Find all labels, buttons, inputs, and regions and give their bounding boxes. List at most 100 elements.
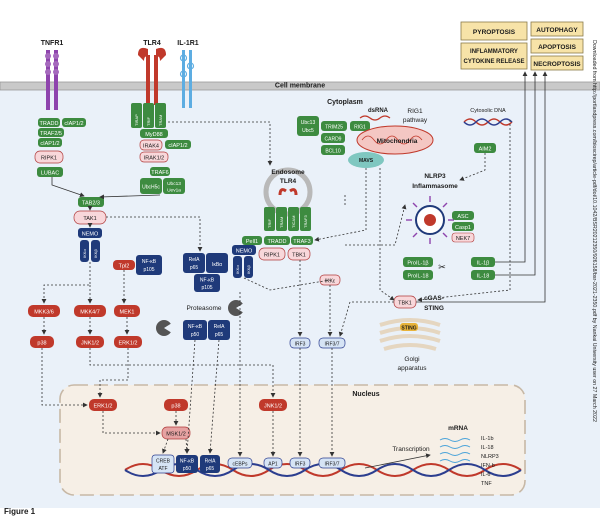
traf3-node	[291, 236, 313, 245]
trif-node-tlr4	[143, 103, 154, 128]
mek1-node	[114, 305, 140, 317]
svg-text:TRIF: TRIF	[267, 219, 272, 228]
il1r1-label: IL-1R1	[177, 40, 199, 47]
golgi-label-2: apparatus	[398, 365, 428, 372]
cytoplasm-label: Cytoplasm	[327, 99, 363, 106]
svg-text:IKKβ: IKKβ	[246, 265, 251, 274]
aim2-node	[474, 143, 496, 153]
svg-text:RelA: RelA	[214, 324, 226, 330]
svg-text:p50: p50	[183, 466, 192, 472]
nfkb-p50-node-cyto	[183, 320, 207, 340]
dsrna-strand	[359, 115, 391, 121]
tram-node	[155, 103, 166, 128]
svg-text:NEMO: NEMO	[236, 249, 253, 255]
svg-text:Uev1a: Uev1a	[167, 188, 181, 194]
p38-node-cyto	[30, 336, 54, 348]
svg-text:TRIF: TRIF	[146, 117, 151, 126]
nlrp3-label-1: NLRP3	[424, 173, 446, 180]
svg-text:TICAM: TICAM	[291, 216, 296, 228]
svg-text:IKKα: IKKα	[82, 249, 87, 258]
svg-text:IL-18: IL-18	[481, 445, 494, 451]
svg-text:NF-κB: NF-κB	[188, 324, 203, 330]
svg-text:IRF3/7: IRF3/7	[324, 462, 339, 468]
rela-p65-node-nuc	[200, 455, 220, 473]
pell1-node	[242, 236, 262, 245]
svg-text:MAVS: MAVS	[359, 158, 374, 164]
svg-text:IKKα: IKKα	[235, 265, 240, 274]
svg-text:cEBPs: cEBPs	[232, 462, 248, 468]
svg-text:TRAF2/5: TRAF2/5	[40, 131, 62, 137]
cell-membrane-label: Cell membrane	[275, 83, 325, 90]
svg-text:UbcH5c: UbcH5c	[142, 185, 160, 191]
svg-text:IL-1β: IL-1β	[477, 261, 490, 267]
svg-text:AP1: AP1	[268, 462, 278, 468]
tpl2-node	[113, 260, 135, 270]
svg-text:TAB2/3: TAB2/3	[82, 201, 100, 207]
svg-text:JNK1/2: JNK1/2	[264, 404, 282, 410]
pro-il18-node	[403, 270, 433, 280]
rela-p65-node-a	[183, 253, 205, 273]
trim25-node	[321, 121, 347, 131]
tirap-node	[131, 103, 142, 128]
svg-text:Tpl2: Tpl2	[119, 264, 130, 270]
nucleus-label: Nucleus	[352, 391, 379, 398]
svg-text:cIAP1/2: cIAP1/2	[168, 143, 187, 149]
svg-text:NF-κB: NF-κB	[142, 259, 157, 265]
tram-node-endo	[276, 207, 287, 231]
svg-text:TIRAP: TIRAP	[134, 114, 139, 126]
mavs-node	[348, 152, 384, 168]
irf3-node-nuc	[289, 457, 311, 469]
nek7-node	[451, 232, 475, 243]
svg-text:TRAF6: TRAF6	[151, 170, 168, 176]
tab23-node	[78, 197, 104, 207]
mitochondria-label: Mitochondria	[377, 138, 418, 145]
svg-text:ProIL-1β: ProIL-1β	[407, 261, 428, 267]
download-watermark: Downloaded from http://portlandpress.com…	[591, 40, 597, 422]
golgi-label-1: Golgi	[404, 356, 419, 363]
svg-text:CREB: CREB	[156, 459, 171, 465]
tradd-node	[38, 118, 60, 127]
svg-text:p38: p38	[37, 341, 46, 347]
arrows	[41, 71, 548, 469]
svg-text:PYROPTOSIS: PYROPTOSIS	[473, 29, 516, 36]
svg-text:IFN-b: IFN-b	[481, 463, 495, 469]
svg-text:p65: p65	[215, 332, 224, 338]
svg-text:TRAM: TRAM	[279, 217, 284, 228]
svg-text:TBK1: TBK1	[292, 253, 306, 259]
traf3-node-endo	[300, 207, 311, 231]
mrna-icon	[439, 438, 471, 463]
ikba-node	[206, 253, 228, 273]
svg-text:BCL10: BCL10	[325, 149, 341, 155]
nlrp3-label-2: Inflammasome	[412, 183, 458, 190]
svg-text:IKKε: IKKε	[325, 279, 336, 285]
sting-node	[400, 323, 418, 331]
tlr4-endosome-icon	[278, 188, 298, 196]
nfkb-p105-node-a	[136, 255, 162, 275]
p38-node-nuc	[164, 399, 188, 411]
outcome-autophagy: AUTOPHAGY	[530, 21, 584, 37]
il18-node-cyto	[471, 270, 495, 280]
irak12-node	[139, 151, 169, 163]
svg-text:MEK1: MEK1	[120, 310, 135, 316]
svg-text:RIPK1: RIPK1	[41, 156, 57, 162]
nemo-node-b	[232, 245, 256, 255]
svg-text:NLRP3: NLRP3	[481, 454, 499, 460]
svg-text:CARD9: CARD9	[325, 137, 342, 143]
svg-text:IL-6: IL-6	[481, 472, 490, 478]
svg-text:INFLAMMATORY: INFLAMMATORY	[470, 49, 518, 55]
svg-text:Ubc13: Ubc13	[167, 181, 181, 187]
asc-node	[452, 211, 474, 220]
svg-text:IRAK1/2: IRAK1/2	[144, 156, 164, 162]
svg-text:AIM2: AIM2	[479, 147, 492, 153]
mkk47-node	[74, 305, 106, 317]
tradd-node-endo	[264, 236, 290, 245]
svg-text:NF-κB: NF-κB	[200, 278, 215, 284]
svg-text:p105: p105	[143, 267, 154, 273]
svg-text:TBK1: TBK1	[398, 301, 412, 307]
svg-text:IκBα: IκBα	[212, 262, 222, 268]
svg-text:IRF3: IRF3	[295, 342, 306, 348]
cell-membrane	[0, 81, 600, 91]
svg-text:cIAP1/2: cIAP1/2	[64, 121, 83, 127]
endosome-tlr4-label: TLR4	[280, 178, 297, 185]
